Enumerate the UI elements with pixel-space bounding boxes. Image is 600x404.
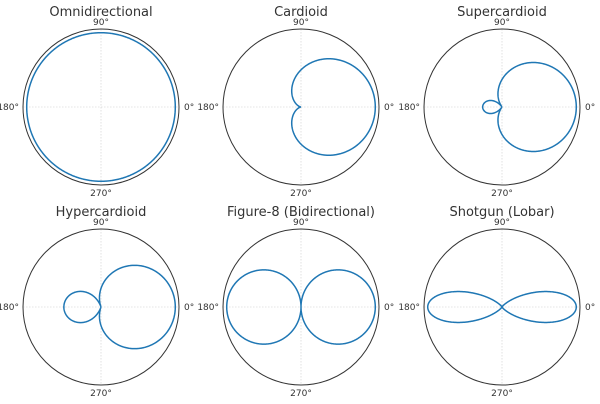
polar-frame xyxy=(222,228,380,386)
theta-tick-label: 270° xyxy=(90,389,112,399)
theta-tick-label: 270° xyxy=(290,389,312,399)
plot-title: Supercardioid xyxy=(457,5,547,20)
theta-tick-label: 180° xyxy=(398,303,420,313)
polar-frame xyxy=(22,228,180,386)
polar-plot-supercardioid: Supercardioid 0° 90° 180° 270° xyxy=(398,5,595,199)
theta-tick-label: 0° xyxy=(384,303,394,313)
theta-tick-label: 270° xyxy=(90,189,112,199)
theta-tick-label: 270° xyxy=(491,389,513,399)
theta-tick-label: 90° xyxy=(494,218,510,228)
pattern-curve xyxy=(225,269,377,345)
theta-tick-label: 0° xyxy=(184,303,194,313)
pattern-curve xyxy=(481,61,578,153)
plot-title: Hypercardioid xyxy=(56,205,147,220)
theta-tick-label: 180° xyxy=(197,303,219,313)
polar-frame xyxy=(22,28,180,186)
plot-title: Shotgun (Lobar) xyxy=(449,205,554,220)
polar-frame xyxy=(423,28,581,186)
pattern-curve xyxy=(290,58,377,156)
polar-frame xyxy=(423,228,581,386)
pattern-curve xyxy=(25,31,177,183)
theta-tick-label: 180° xyxy=(0,303,19,313)
polar-plot-lobar: Shotgun (Lobar) 0° 90° 180° 270° xyxy=(398,205,595,399)
plot-title: Cardioid xyxy=(274,5,328,20)
theta-tick-label: 0° xyxy=(585,303,595,313)
theta-tick-label: 180° xyxy=(197,103,219,113)
pattern-curve xyxy=(426,290,578,324)
theta-tick-label: 90° xyxy=(494,18,510,28)
theta-tick-label: 180° xyxy=(398,103,420,113)
theta-tick-label: 90° xyxy=(293,18,309,28)
plot-title: Omnidirectional xyxy=(49,5,152,20)
pattern-curve xyxy=(63,264,177,350)
plot-title: Figure-8 (Bidirectional) xyxy=(227,205,375,220)
polar-frame xyxy=(222,28,380,186)
theta-tick-label: 90° xyxy=(93,218,109,228)
polar-plot-hypercardioid: Hypercardioid 0° 90° 180° 270° xyxy=(0,205,194,399)
polar-plot-cardioid: Cardioid 0° 90° 180° 270° xyxy=(197,5,394,199)
theta-tick-label: 270° xyxy=(491,189,513,199)
polar-plot-figure8: Figure-8 (Bidirectional) 0° 90° 180° 270° xyxy=(197,205,394,399)
theta-tick-label: 0° xyxy=(184,103,194,113)
theta-tick-label: 90° xyxy=(293,218,309,228)
theta-tick-label: 0° xyxy=(384,103,394,113)
theta-tick-label: 180° xyxy=(0,103,19,113)
polar-plot-omni: Omnidirectional 0° 90° 180° 270° xyxy=(0,5,194,199)
theta-tick-label: 90° xyxy=(93,18,109,28)
theta-tick-label: 0° xyxy=(585,103,595,113)
theta-tick-label: 270° xyxy=(290,189,312,199)
